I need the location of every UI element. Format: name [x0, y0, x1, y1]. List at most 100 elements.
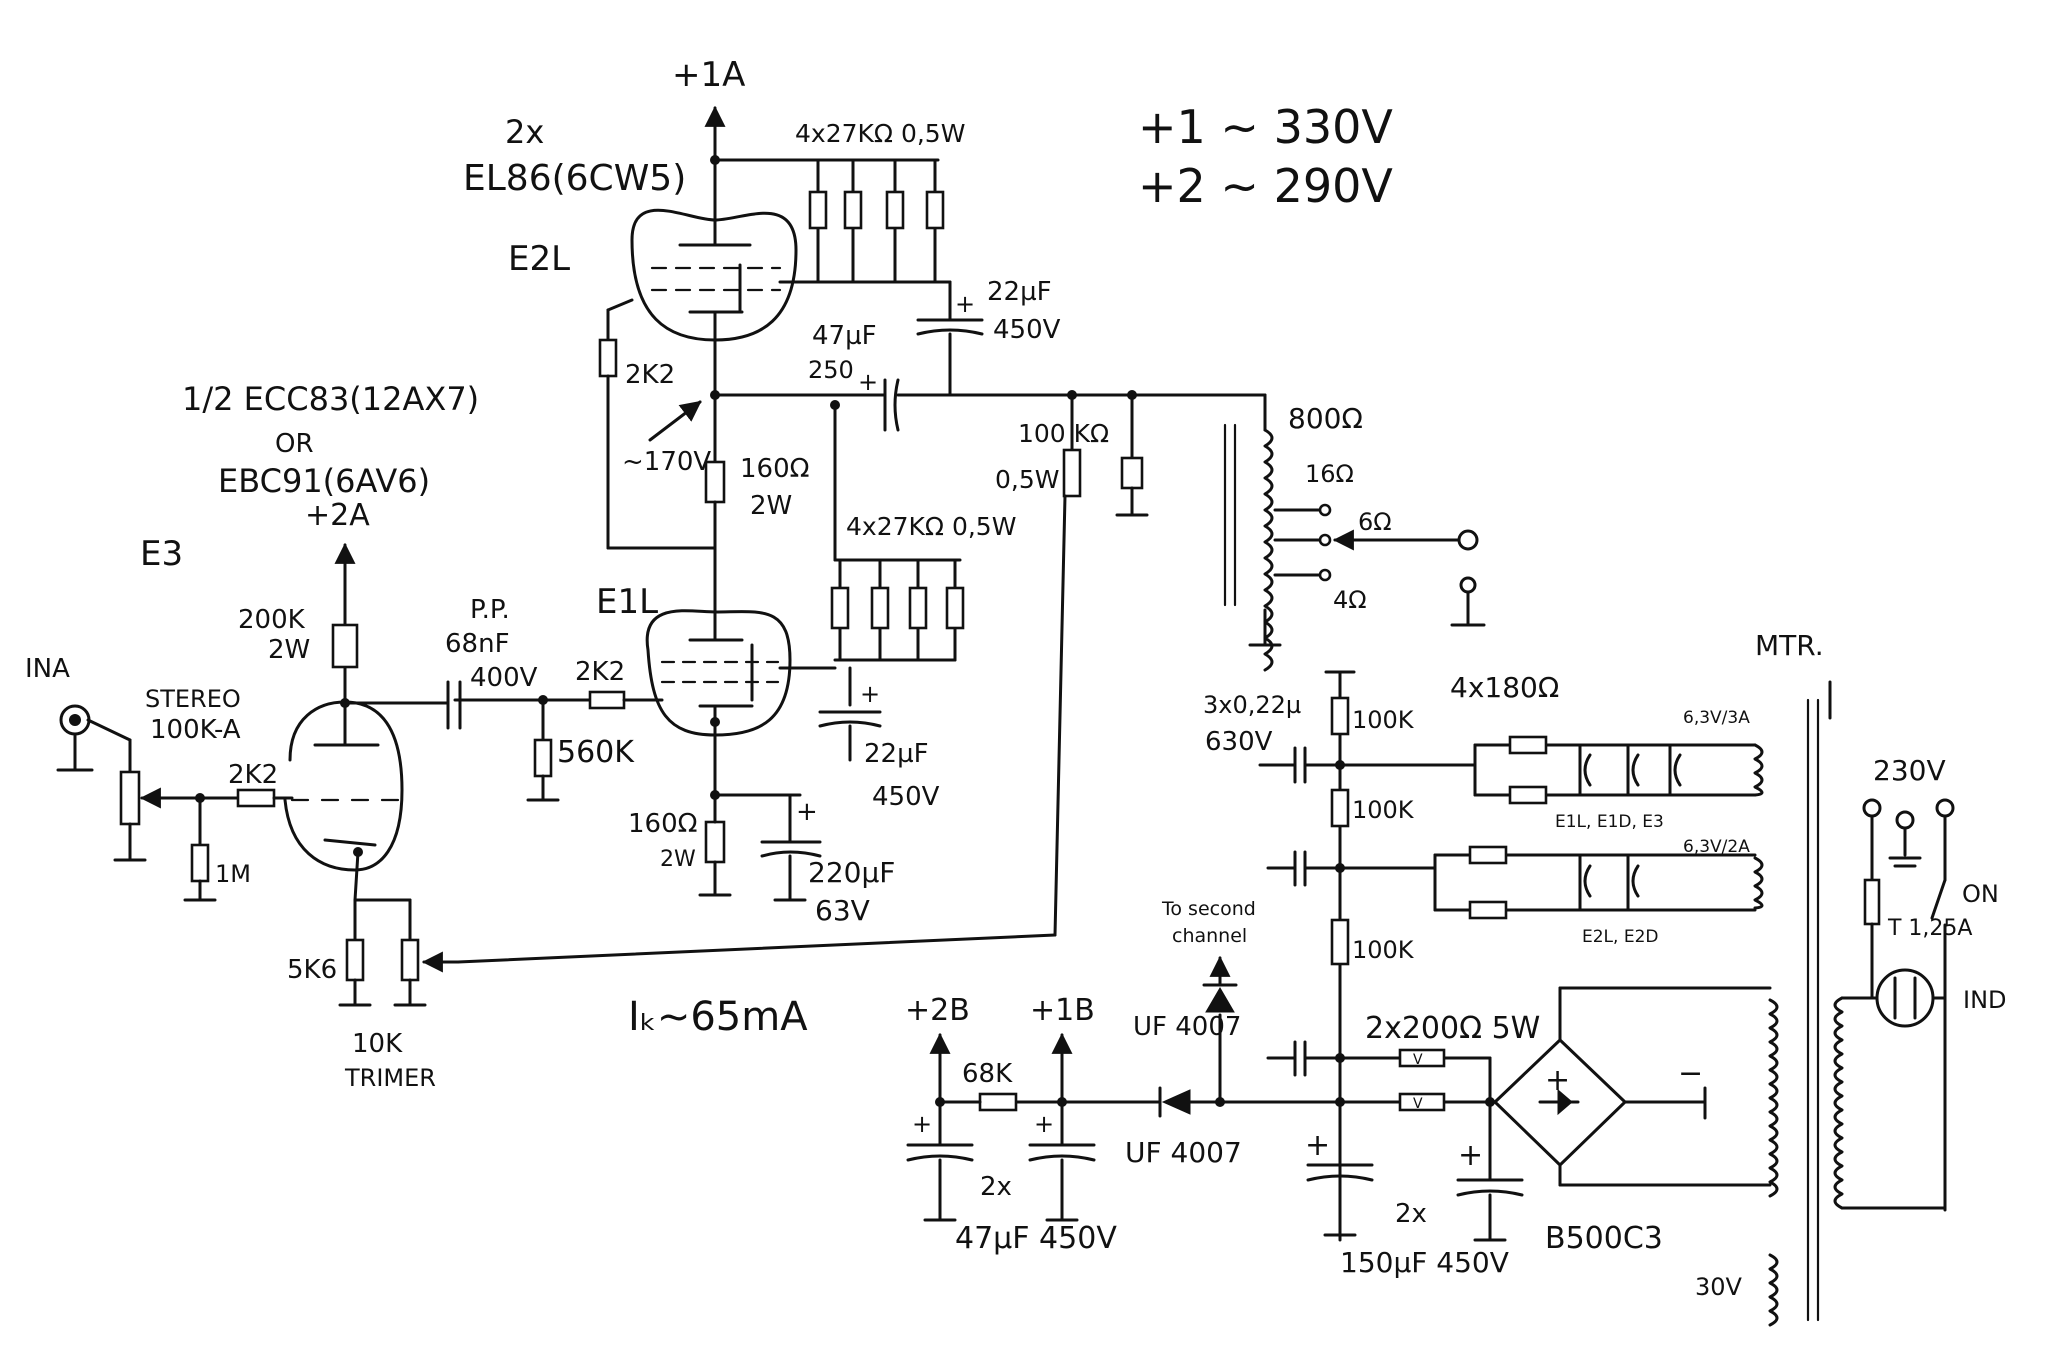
input-stage: 1/2 ECC83(12AX7) OR EBC91(6AV6) +2A E3 2… — [25, 380, 1057, 1092]
tap-4: 4Ω — [1333, 586, 1367, 614]
bridge-label: B500C3 — [1545, 1221, 1663, 1256]
winding-2-label: 6,3V/2A — [1683, 837, 1750, 857]
coupling-cap-line2: 68nF — [445, 629, 510, 659]
supply-label-1a: +1A — [672, 55, 745, 95]
input-supply-label: +2A — [305, 498, 370, 533]
tube-count: 2x — [505, 113, 544, 151]
screen-resistor-bank — [788, 158, 945, 284]
supply-note-2: +2 ~ 290V — [1138, 159, 1393, 213]
diode-1-label: UF 4007 — [1125, 1136, 1242, 1169]
tap-6: 6Ω — [1358, 508, 1392, 536]
heater-res-lower: 100K — [1352, 936, 1415, 964]
driver-tube-label: E1L — [596, 582, 658, 622]
input-tube — [283, 700, 404, 872]
svg-text:+: + — [858, 368, 878, 396]
svg-text:+: + — [955, 290, 975, 318]
output-tube — [630, 158, 812, 397]
svg-text:V: V — [1413, 1096, 1423, 1112]
input-grid-leak: 1M — [215, 860, 251, 888]
bridge-minus: − — [1678, 1056, 1703, 1091]
driver-cathode-resistor-w: 2W — [660, 847, 696, 872]
driver-screen-resistors: 4x27KΩ 0,5W — [846, 512, 1016, 541]
driver-cap-22-v: 450V — [872, 782, 940, 812]
driver-cathode-cap-v: 63V — [815, 894, 870, 927]
svg-text:+: + — [1305, 1128, 1330, 1163]
driver-tube — [645, 609, 792, 737]
power-supply: MTR. 230V T 1,25A ON IND 30V — [905, 629, 2007, 1327]
switch-label: ON — [1962, 880, 1999, 908]
supply-note-1: +1 ~ 330V — [1138, 100, 1393, 154]
output-tube-label: E2L — [508, 239, 570, 279]
input-cathode-resistor: 5K6 — [287, 955, 337, 985]
heater-resistors: 4x180Ω — [1450, 671, 1559, 704]
input-plate-resistor-w: 2W — [268, 635, 310, 665]
cap-150-count: 2x — [1395, 1199, 1427, 1229]
pot-line2: 100K-A — [150, 715, 241, 745]
output-transformer: 800Ω 16Ω 6Ω 4Ω 100 KΩ 0,5W — [995, 390, 1486, 937]
cap-47-count: 2x — [980, 1172, 1012, 1202]
output-stage: +1A 2x EL86(6CW5) E2L 4x27KΩ 0,5W — [463, 55, 1267, 607]
mains-label: 230V — [1873, 754, 1946, 787]
indicator-label: IND — [1963, 986, 2007, 1014]
heater-caps: 3x0,22µ — [1203, 691, 1301, 719]
svg-text:V: V — [1413, 1052, 1423, 1068]
svg-text:+: + — [860, 680, 880, 708]
cathode-voltage-note: ~170V — [622, 447, 711, 477]
transformer-label: MTR. — [1755, 629, 1824, 662]
heater-supply: 3x0,22µ 630V 100K 100K 100K 4x180Ω — [1203, 670, 1764, 1242]
winding-1-label: 6,3V/3A — [1683, 708, 1750, 728]
fuse-label: T 1,25A — [1887, 916, 1972, 941]
input-jack-label: INA — [25, 654, 70, 684]
svg-text:+: + — [1458, 1138, 1483, 1173]
feedback-resistor: 100 KΩ — [1018, 419, 1109, 448]
res-2x200: 2x200Ω 5W — [1365, 1011, 1540, 1046]
input-plate-resistor: 200K — [238, 605, 306, 635]
current-note: Iₖ~65mA — [628, 994, 808, 1040]
winding-30v: 30V — [1695, 1273, 1743, 1301]
winding-1-tubes: E1L, E1D, E3 — [1555, 812, 1664, 832]
second-channel-2: channel — [1172, 925, 1247, 947]
output-cap-47-label: 47µF — [812, 321, 877, 351]
input-tube-line2: EBC91(6AV6) — [218, 462, 430, 500]
output-cap-22-voltage: 450V — [993, 315, 1061, 345]
output-cathode-resistor: 160Ω — [740, 454, 810, 484]
driver-stage: E1L 2K2 560K 4x27KΩ 0,5W + 22µF 450V — [453, 512, 1016, 1040]
output-tube-type: EL86(6CW5) — [463, 158, 686, 199]
trimmer-line1: 10K — [352, 1029, 403, 1059]
trimmer-line2: TRIMER — [344, 1064, 436, 1092]
driver-cathode-resistor: 160Ω — [628, 809, 698, 839]
input-tube-or: OR — [275, 429, 314, 459]
supply-2b: +2B — [905, 993, 970, 1028]
output-cap-47-voltage: 250 — [808, 356, 854, 384]
svg-text:+: + — [1034, 1110, 1054, 1138]
output-cathode-resistor-w: 2W — [750, 491, 792, 521]
supply-notes: +1 ~ 330V +2 ~ 290V — [1138, 100, 1393, 213]
input-tube-label: E3 — [140, 534, 183, 574]
coupling-cap-line3: 400V — [470, 663, 538, 693]
output-cap-22-label: 22µF — [987, 277, 1052, 307]
feedback-resistor-w: 0,5W — [995, 465, 1059, 494]
primary-impedance: 800Ω — [1288, 402, 1363, 435]
svg-text:+: + — [796, 797, 818, 827]
driver-cathode-cap: 220µF — [808, 856, 895, 889]
cap-47-label: 47µF 450V — [955, 1221, 1117, 1256]
winding-2-tubes: E2L, E2D — [1582, 927, 1658, 947]
heater-res-middle: 100K — [1352, 796, 1415, 824]
output-grid-resistor: 2K2 — [625, 360, 675, 390]
driver-grid-leak: 560K — [557, 735, 635, 770]
bridge-plus: + — [1545, 1063, 1570, 1098]
res-68k: 68K — [962, 1059, 1013, 1089]
screen-resistors-label: 4x27KΩ 0,5W — [795, 119, 965, 148]
second-channel-1: To second — [1161, 898, 1256, 920]
driver-cap-22: 22µF — [864, 739, 929, 769]
heater-res-upper: 100K — [1352, 706, 1415, 734]
diode-2-label: UF 4007 — [1133, 1012, 1241, 1042]
svg-text:+: + — [912, 1110, 932, 1138]
input-tube-line1: 1/2 ECC83(12AX7) — [182, 380, 479, 418]
coupling-cap-line1: P.P. — [470, 595, 510, 625]
input-grid-stopper: 2K2 — [228, 760, 278, 790]
driver-grid-resistor: 2K2 — [575, 657, 625, 687]
tap-16: 16Ω — [1305, 460, 1354, 488]
heater-caps-v: 630V — [1205, 727, 1273, 757]
